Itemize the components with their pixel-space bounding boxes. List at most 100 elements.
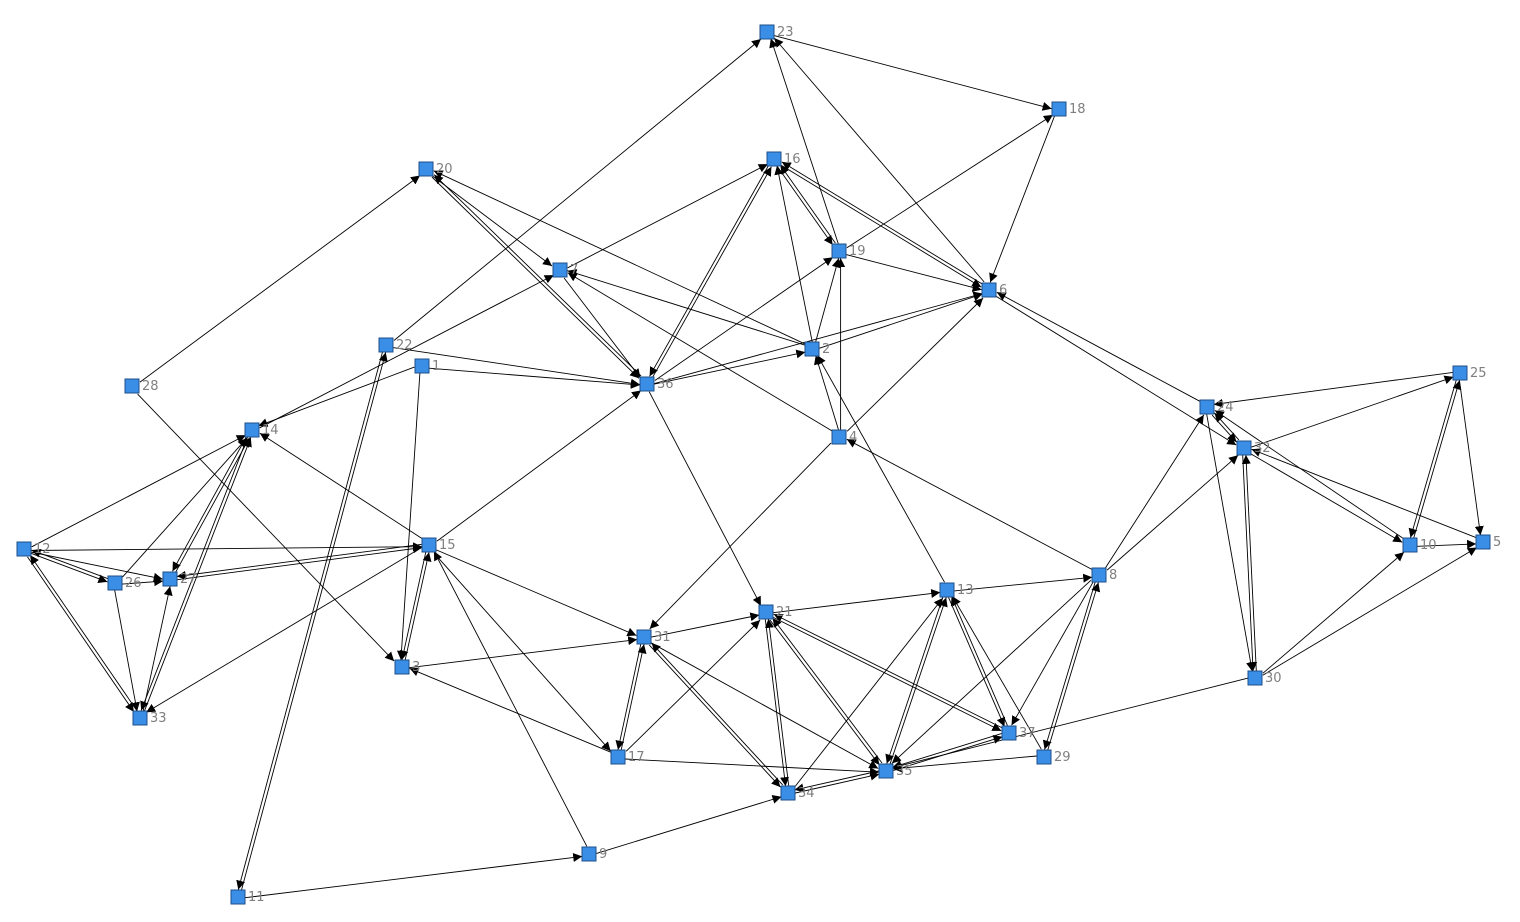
node-36[interactable]: 36 (639, 376, 674, 392)
edge-29-to-8 (1047, 582, 1101, 751)
node-box-25[interactable] (1452, 365, 1468, 381)
node-22[interactable]: 22 (378, 337, 413, 353)
node-box-6[interactable] (981, 282, 997, 298)
node-box-5[interactable] (1475, 534, 1491, 550)
node-label-13: 13 (957, 583, 974, 598)
node-box-33[interactable] (132, 710, 148, 726)
node-box-16[interactable] (766, 151, 782, 167)
node-label-22: 22 (396, 338, 413, 353)
node-box-10[interactable] (1402, 537, 1418, 553)
node-box-27[interactable] (162, 571, 178, 587)
node-box-30[interactable] (1247, 670, 1263, 686)
node-17[interactable]: 17 (610, 749, 645, 765)
node-box-13[interactable] (939, 582, 955, 598)
node-2[interactable]: 2 (804, 341, 830, 357)
node-label-31: 31 (654, 630, 671, 645)
node-23[interactable]: 23 (759, 24, 794, 40)
node-box-11[interactable] (230, 889, 246, 905)
edge-6-to-23 (773, 37, 985, 283)
node-24[interactable]: 24 (1199, 399, 1234, 415)
node-32[interactable]: 32 (1236, 440, 1271, 456)
node-10[interactable]: 10 (1402, 537, 1437, 553)
node-1[interactable]: 1 (414, 358, 440, 374)
node-16[interactable]: 16 (766, 151, 801, 167)
edge-14-to-27 (172, 435, 248, 572)
node-29[interactable]: 29 (1036, 749, 1071, 765)
node-5[interactable]: 5 (1475, 534, 1501, 550)
node-box-22[interactable] (378, 337, 394, 353)
edge-26-to-33 (114, 590, 140, 712)
edge-34-to-35 (795, 771, 880, 794)
node-6[interactable]: 6 (981, 282, 1007, 298)
node-box-36[interactable] (639, 376, 655, 392)
node-31[interactable]: 31 (636, 629, 671, 645)
node-box-21[interactable] (758, 604, 774, 620)
node-12[interactable]: 12 (16, 541, 51, 557)
edge-20-to-7 (431, 175, 553, 267)
node-box-15[interactable] (421, 537, 437, 553)
node-box-4[interactable] (831, 429, 847, 445)
node-13[interactable]: 13 (939, 582, 974, 598)
node-11[interactable]: 11 (230, 889, 265, 905)
node-14[interactable]: 14 (244, 422, 279, 438)
node-label-6: 6 (999, 283, 1007, 298)
node-8[interactable]: 8 (1091, 567, 1117, 583)
node-box-26[interactable] (107, 575, 123, 591)
edge-10-to-24 (1214, 410, 1405, 540)
node-box-23[interactable] (759, 24, 775, 40)
node-box-14[interactable] (244, 422, 260, 438)
node-label-25: 25 (1470, 366, 1487, 381)
node-18[interactable]: 18 (1051, 101, 1086, 117)
node-box-7[interactable] (552, 262, 568, 278)
node-33[interactable]: 33 (132, 710, 167, 726)
node-box-31[interactable] (636, 629, 652, 645)
node-box-29[interactable] (1036, 749, 1052, 765)
node-box-1[interactable] (414, 358, 430, 374)
node-25[interactable]: 25 (1452, 365, 1487, 381)
node-3[interactable]: 3 (394, 659, 420, 675)
node-box-19[interactable] (831, 243, 847, 259)
node-9[interactable]: 9 (581, 846, 607, 862)
node-27[interactable]: 27 (162, 571, 197, 587)
edge-36-to-19 (654, 256, 834, 381)
node-box-32[interactable] (1236, 440, 1252, 456)
node-21[interactable]: 21 (758, 604, 793, 620)
node-label-30: 30 (1265, 671, 1282, 686)
node-28[interactable]: 28 (124, 378, 159, 394)
node-box-35[interactable] (878, 763, 894, 779)
edge-19-to-6 (845, 253, 982, 292)
edge-2-to-19 (815, 258, 841, 343)
node-4[interactable]: 4 (831, 429, 857, 445)
edge-1-to-3 (397, 372, 421, 660)
node-35[interactable]: 35 (878, 763, 913, 779)
node-19[interactable]: 19 (831, 243, 866, 259)
node-box-12[interactable] (16, 541, 32, 557)
node-box-9[interactable] (581, 846, 597, 862)
node-label-34: 34 (798, 786, 815, 801)
node-37[interactable]: 37 (1001, 725, 1036, 741)
edge-33-to-12 (29, 554, 137, 711)
node-20[interactable]: 20 (418, 161, 453, 177)
node-box-37[interactable] (1001, 725, 1017, 741)
edge-37-to-35 (892, 733, 1002, 769)
node-15[interactable]: 15 (421, 537, 456, 553)
node-box-18[interactable] (1051, 101, 1067, 117)
node-box-20[interactable] (418, 161, 434, 177)
node-box-2[interactable] (804, 341, 820, 357)
node-box-24[interactable] (1199, 399, 1215, 415)
edge-15-to-27 (176, 543, 422, 580)
node-box-34[interactable] (780, 785, 796, 801)
node-box-3[interactable] (394, 659, 410, 675)
node-34[interactable]: 34 (780, 785, 815, 801)
node-box-8[interactable] (1091, 567, 1107, 583)
edge-33-to-27 (142, 586, 173, 712)
edge-30-to-32 (1241, 454, 1257, 671)
node-30[interactable]: 30 (1247, 670, 1282, 686)
edge-21-to-34 (764, 619, 789, 787)
node-box-17[interactable] (610, 749, 626, 765)
edge-16-to-6 (779, 164, 982, 288)
edge-15-to-31 (435, 549, 637, 637)
node-7[interactable]: 7 (552, 262, 578, 278)
node-box-28[interactable] (124, 378, 140, 394)
node-26[interactable]: 26 (107, 575, 142, 591)
